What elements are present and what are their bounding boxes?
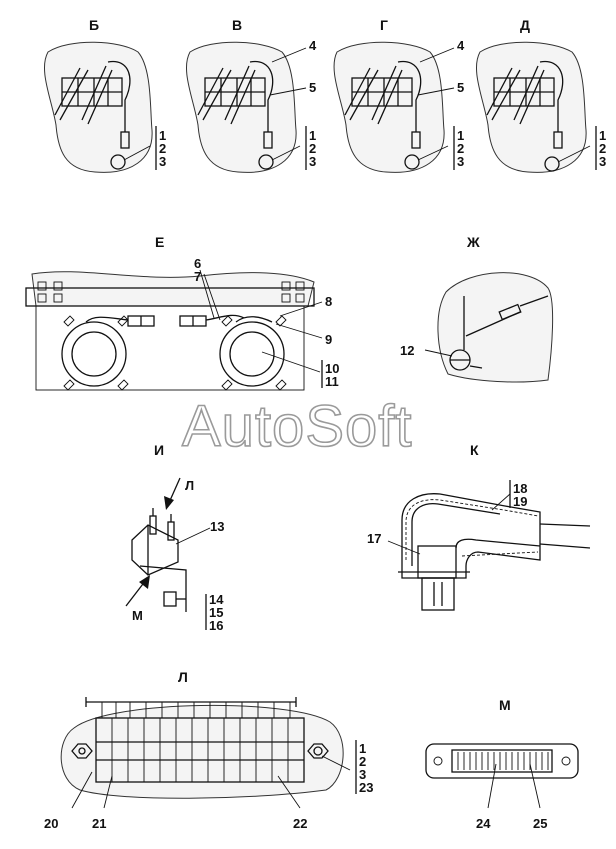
callout-12-zh: 12 [400, 343, 414, 358]
callout-9-e: 9 [325, 332, 332, 347]
arrow-label-l: Л [185, 478, 194, 493]
callout-2-g: 2 [457, 141, 464, 156]
detail-view-l: Л 20 [44, 669, 373, 831]
callout-19-k: 19 [513, 494, 527, 509]
detail-view-g: Г 4 5 1 2 3 [333, 17, 465, 173]
arrow-m-i: М [125, 575, 150, 623]
view-title-zh: Ж [466, 234, 480, 250]
callout-3-b: 3 [159, 154, 166, 169]
callout-6-e: 6 [194, 256, 201, 271]
detail-view-k: К 17 18 19 [367, 442, 591, 611]
callout-14-i: 14 [209, 592, 224, 607]
callout-4-v: 4 [309, 38, 317, 53]
callout-5-g: 5 [457, 80, 464, 95]
callout-11-e: 11 [325, 374, 339, 389]
callout-22-l: 22 [293, 816, 307, 831]
callout-1-l: 1 [359, 741, 366, 756]
view-title-k: К [470, 442, 479, 458]
callout-10-e: 10 [325, 361, 339, 376]
callout-15-i: 15 [209, 605, 223, 620]
callout-5-v: 5 [309, 80, 316, 95]
callout-18-k: 18 [513, 481, 527, 496]
callout-2-l: 2 [359, 754, 366, 769]
callout-24-m: 24 [476, 816, 491, 831]
callout-17-k: 17 [367, 531, 381, 546]
callout-23-l: 23 [359, 780, 373, 795]
detail-view-v: В 4 5 1 2 3 [186, 17, 317, 173]
detail-view-e: Е 6 7 [25, 234, 339, 391]
view-title-i: И [154, 442, 164, 458]
callout-1-g: 1 [457, 128, 464, 143]
view-title-b: Б [89, 17, 99, 33]
view-title-v: В [232, 17, 242, 33]
arrow-l-i: Л [164, 477, 194, 510]
view-title-d: Д [520, 17, 530, 33]
detail-view-zh: Ж 12 [400, 234, 554, 383]
arrow-label-m: М [132, 608, 143, 623]
view-title-l: Л [178, 669, 188, 685]
detail-view-d: Д 1 2 3 [476, 17, 606, 173]
callout-21-l: 21 [92, 816, 106, 831]
watermark: AutoSoft [182, 394, 412, 459]
callout-3-v: 3 [309, 154, 316, 169]
callout-2-b: 2 [159, 141, 166, 156]
view-title-m: М [499, 697, 511, 713]
callout-1-d: 1 [599, 128, 606, 143]
callout-25-m: 25 [533, 816, 547, 831]
callout-2-d: 2 [599, 141, 606, 156]
callout-4-g: 4 [457, 38, 465, 53]
callout-3-d: 3 [599, 154, 606, 169]
detail-view-m: М 24 25 [425, 697, 579, 831]
callout-8-e: 8 [325, 294, 332, 309]
callout-16-i: 16 [209, 618, 223, 633]
detail-view-i: И Л М 13 14 15 16 [125, 442, 224, 633]
callout-1-b: 1 [159, 128, 166, 143]
callout-3-g: 3 [457, 154, 464, 169]
callout-1-v: 1 [309, 128, 316, 143]
callout-20-l: 20 [44, 816, 58, 831]
callout-3-l: 3 [359, 767, 366, 782]
view-title-g: Г [380, 17, 388, 33]
detail-view-b: Б 1 2 3 [44, 17, 166, 173]
view-title-e: Е [155, 234, 164, 250]
callout-13-i: 13 [210, 519, 224, 534]
callout-2-v: 2 [309, 141, 316, 156]
callout-7-e: 7 [194, 269, 201, 284]
